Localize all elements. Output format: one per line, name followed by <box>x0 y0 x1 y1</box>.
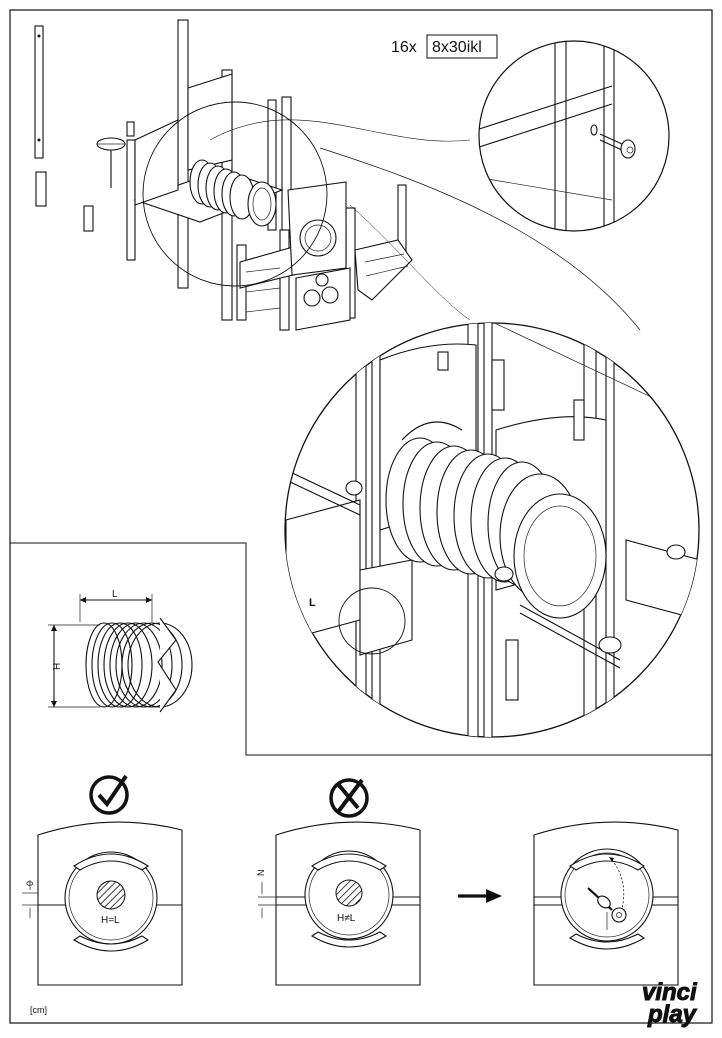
overview-tunnel <box>189 159 277 227</box>
overview-detail-circle <box>142 101 328 287</box>
bolt-detail-circle <box>478 40 670 232</box>
loose-spinner <box>96 137 126 188</box>
page-frame <box>9 9 713 1024</box>
dimension-panel: L H <box>10 542 712 756</box>
brand-line2: play <box>647 1001 698 1028</box>
gap-detail-circle <box>338 587 406 655</box>
bolt-code: 8x30ikl <box>432 39 482 56</box>
coil-drawing <box>85 617 193 713</box>
height-label: H <box>52 663 63 670</box>
loose-block <box>35 171 47 207</box>
loose-post <box>34 25 44 159</box>
tunnel-rings <box>385 437 607 619</box>
detail-marker: L <box>309 597 316 609</box>
correct-example: H=L 0 <box>22 774 183 986</box>
bolt-quantity: 16x <box>391 39 417 56</box>
wrong-example: H≠L N <box>256 778 421 986</box>
loose-cap <box>126 121 135 137</box>
overview-assembly <box>34 19 413 331</box>
bolt-icon <box>590 124 636 159</box>
wrong-gap-label: N <box>256 870 266 877</box>
length-label: L <box>112 589 118 600</box>
fix-example <box>533 821 679 986</box>
wrong-label: H≠L <box>337 913 356 924</box>
arrow-right-icon <box>458 889 502 903</box>
tunnel-detail-circle: L <box>284 322 700 738</box>
unit-label: [cm] <box>30 1005 47 1015</box>
rubber-mallet-icon <box>587 887 627 923</box>
correct-label: H=L <box>101 915 120 926</box>
brand-line1: vinci <box>642 979 698 1006</box>
loose-block-small <box>83 205 94 232</box>
hardware-label: 16x 8x30ikl <box>391 34 498 59</box>
vinci-play-logo: vinci play <box>642 979 699 1029</box>
cross-circle-icon <box>329 778 369 818</box>
check-circle-icon <box>89 774 129 815</box>
